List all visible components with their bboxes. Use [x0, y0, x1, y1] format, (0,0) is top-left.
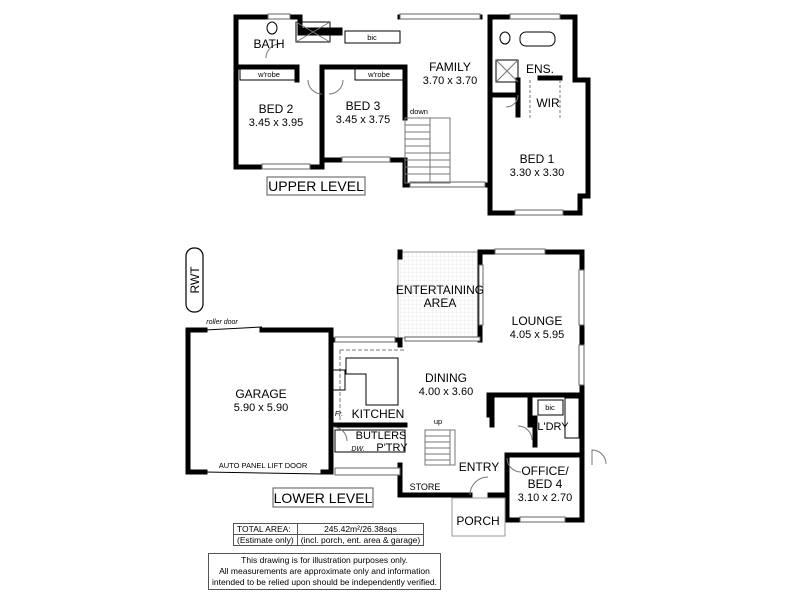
- cooktop: [332, 369, 346, 391]
- room-dim-office: 3.10 x 2.70: [518, 492, 572, 504]
- shower: [295, 21, 331, 43]
- room-dim-bed3: 3.45 x 3.75: [336, 114, 390, 126]
- window: [409, 181, 486, 188]
- disclaimer-line: This drawing is for illustration purpose…: [241, 555, 408, 565]
- room-label-wir: WIR: [536, 96, 560, 110]
- porch-area: [451, 497, 506, 537]
- disclaimer-line: All measurements are approximate only an…: [219, 566, 430, 576]
- lower-stairs: [424, 429, 456, 466]
- room-label-porch: PORCH: [456, 514, 499, 528]
- estimate-note: (incl. porch, ent. area & garage): [296, 534, 425, 546]
- window: [261, 163, 311, 170]
- garage-door-label: AUTO PANEL LIFT DOOR: [219, 461, 308, 470]
- bath-tub: [519, 31, 556, 47]
- rwt-tank: [185, 247, 204, 313]
- room-dim-family: 3.70 x 3.70: [423, 75, 477, 87]
- window: [267, 13, 291, 20]
- room-label-garage: GARAGE: [235, 387, 286, 401]
- room-label-kitchen: KITCHEN: [352, 407, 405, 421]
- wrobe-label: w'robe: [367, 70, 390, 79]
- window: [509, 13, 561, 20]
- room-label-entertaining: ENTERTAINING: [396, 283, 484, 297]
- wrobe-label: w'robe: [257, 70, 280, 79]
- disclaimer-line: intended to be relied upon should be ind…: [212, 577, 437, 587]
- room-label-bed3: BED 3: [346, 99, 381, 113]
- room-label-bed2: BED 2: [259, 102, 294, 116]
- room-dim-bed1: 3.30 x 3.30: [510, 167, 564, 179]
- room-label-entry: ENTRY: [459, 460, 499, 474]
- bic-label: bic: [545, 403, 555, 412]
- window: [494, 248, 546, 255]
- room-label-butlers: BUTLERS: [356, 430, 407, 442]
- upper-level-title: UPPER LEVEL: [268, 178, 364, 194]
- stairs-label: up: [434, 417, 442, 426]
- total-area-value: 245.42m²/26.38sqs: [296, 523, 425, 535]
- window: [341, 156, 391, 163]
- sliding-door: [478, 264, 484, 326]
- window: [399, 13, 481, 20]
- wardrobes: [239, 67, 405, 81]
- bic-cupboard: [344, 30, 401, 44]
- window: [519, 516, 566, 523]
- butlers-pantry: [334, 429, 406, 453]
- toilet: [499, 31, 511, 45]
- room-dim-lounge: 4.05 x 5.95: [510, 329, 564, 341]
- room-label-lounge: LOUNGE: [512, 314, 563, 328]
- window: [334, 336, 396, 343]
- total-area-table: TOTAL AREA: 245.42m²/26.38sqs (Estimate …: [233, 523, 425, 546]
- room-label-ens: ENS.: [526, 62, 554, 76]
- roller-door-label: roller door: [206, 319, 238, 326]
- window: [578, 269, 585, 326]
- estimate-label: (Estimate only): [233, 534, 298, 546]
- disclaimer: This drawing is for illustration purpose…: [208, 553, 441, 590]
- laundry-walls: [489, 397, 538, 448]
- room-label-bed1: BED 1: [520, 152, 555, 166]
- room-dim-garage: 5.90 x 5.90: [234, 402, 288, 414]
- total-area-label: TOTAL AREA:: [233, 523, 298, 535]
- upper-outer-wall: [233, 14, 591, 216]
- window: [514, 209, 564, 216]
- bic-cupboard: [537, 399, 564, 416]
- fridge-label: Fr.: [335, 411, 343, 418]
- upper-level-plan: BATH bic FAMILY 3.70 x 3.70 ENS. WIR BED…: [233, 13, 591, 216]
- ens-shower: [495, 59, 519, 83]
- room-label-office: OFFICE/: [521, 464, 569, 478]
- room-label-laundry: L'DRY: [537, 421, 569, 433]
- lower-level-plan: RWT ENTERTAINING AREA LOUNGE 4.05 x 5.95…: [185, 247, 607, 537]
- window: [334, 467, 401, 476]
- dishwasher-label: DW.: [351, 446, 364, 453]
- room-label-dining: DINING: [425, 371, 467, 385]
- lower-level-title: LOWER LEVEL: [274, 490, 373, 506]
- room-label-pantry: P'TRY: [376, 442, 408, 454]
- toilet: [266, 21, 278, 35]
- sliding-door: [404, 336, 481, 342]
- room-label-bed4: BED 4: [528, 477, 563, 491]
- garage-walls: [185, 327, 334, 475]
- stairs-label: down: [410, 107, 428, 116]
- room-label-entertaining-2: AREA: [424, 296, 457, 310]
- room-label-family: FAMILY: [429, 60, 471, 74]
- room-label-bath: BATH: [253, 37, 284, 51]
- laundry-bench: [564, 397, 580, 439]
- room-dim-bed2: 3.45 x 3.95: [249, 117, 303, 129]
- room-dim-dining: 4.00 x 3.60: [419, 386, 473, 398]
- upper-stairs: [404, 117, 451, 184]
- bic-label: bic: [367, 33, 377, 42]
- window: [578, 344, 585, 386]
- rwt-label: RWT: [188, 266, 202, 294]
- kitchen-island: [345, 357, 399, 406]
- room-label-store: STORE: [410, 482, 441, 492]
